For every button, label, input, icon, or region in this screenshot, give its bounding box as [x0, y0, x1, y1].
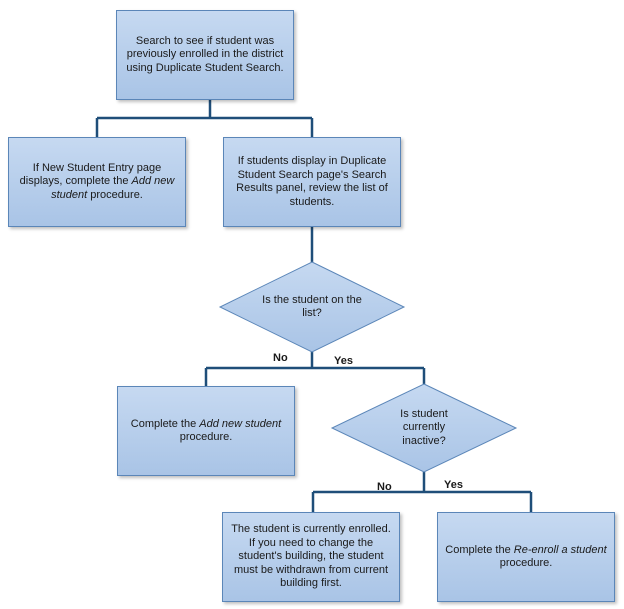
decision-inactive-text: Is student currently inactive?	[400, 407, 448, 447]
label-yes-1: Yes	[334, 355, 353, 367]
enrolled-step-text: The student is currently enrolled. If yo…	[231, 523, 391, 590]
complete-add-step-text: Complete the Add new student procedure.	[130, 417, 282, 444]
decision-diamond-on-list	[218, 261, 406, 353]
complete-add-step-box: Complete the Add new student procedure.	[117, 386, 295, 476]
reenroll-step-box: Complete the Re-enroll a student procedu…	[437, 512, 615, 602]
label-no-1: No	[273, 352, 288, 364]
enrolled-step-box: The student is currently enrolled. If yo…	[222, 512, 400, 602]
label-yes-2: Yes	[444, 479, 463, 491]
label-no-2: No	[377, 481, 392, 493]
search-step-text: Search to see if student was previously …	[126, 34, 284, 74]
decision-diamond-inactive	[330, 383, 518, 473]
search-step-box: Search to see if student was previously …	[116, 10, 294, 100]
reenroll-step-text: Complete the Re-enroll a student procedu…	[445, 543, 607, 570]
duplicates-step-box: If students display in Duplicate Student…	[223, 137, 401, 227]
decision-on-list-text: Is the student on the list?	[262, 293, 362, 320]
duplicates-step-text: If students display in Duplicate Student…	[236, 155, 388, 208]
new-entry-step-box: If New Student Entry page displays, comp…	[8, 137, 186, 227]
new-entry-step-text: If New Student Entry page displays, comp…	[19, 161, 175, 201]
